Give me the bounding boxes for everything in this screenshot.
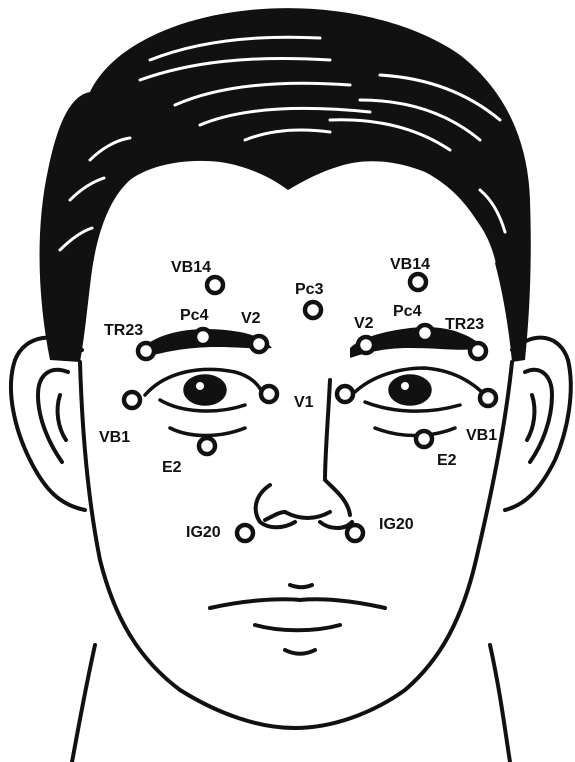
point-v2-right — [251, 336, 267, 352]
point-e2-right — [199, 438, 215, 454]
mouth — [210, 585, 385, 654]
label-v2-left: V2 — [354, 315, 374, 332]
label-e2-left: E2 — [437, 452, 457, 469]
point-v1-left — [337, 386, 353, 402]
face-outline — [72, 362, 512, 762]
label-vb1-right: VB1 — [99, 429, 130, 446]
label-tr23-left: TR23 — [445, 316, 484, 333]
label-vb1-left: VB1 — [466, 427, 497, 444]
point-ig20-left — [347, 525, 363, 541]
point-pc4-right — [195, 329, 211, 345]
label-v2-right: V2 — [241, 310, 261, 327]
label-e2-right: E2 — [162, 459, 182, 476]
point-vb1-right — [124, 392, 140, 408]
point-tr23-left — [470, 343, 486, 359]
label-v1: V1 — [294, 394, 314, 411]
acupoint-labels: VB14 VB14 Pc3 Pc4 Pc4 TR23 TR23 V2 V2 V1… — [99, 256, 497, 541]
label-vb14-right: VB14 — [171, 259, 211, 276]
right-ear — [505, 338, 571, 510]
hair — [40, 8, 531, 362]
label-vb14-left: VB14 — [390, 256, 430, 273]
point-v1-right — [261, 386, 277, 402]
left-eye — [355, 368, 485, 436]
label-ig20-right: IG20 — [186, 524, 221, 541]
label-pc3: Pc3 — [295, 281, 324, 298]
label-pc4-right: Pc4 — [180, 307, 209, 324]
right-eye — [145, 369, 262, 435]
point-pc4-left — [417, 325, 433, 341]
left-ear — [11, 338, 85, 510]
label-ig20-left: IG20 — [379, 516, 414, 533]
point-vb14-left — [410, 274, 426, 290]
point-e2-left — [416, 431, 432, 447]
label-pc4-left: Pc4 — [393, 303, 422, 320]
point-pc3 — [305, 302, 321, 318]
point-ig20-right — [237, 525, 253, 541]
point-vb14-right — [207, 277, 223, 293]
label-tr23-right: TR23 — [104, 322, 143, 339]
point-vb1-left — [480, 390, 496, 406]
point-v2-left — [358, 337, 374, 353]
point-tr23-right — [138, 343, 154, 359]
